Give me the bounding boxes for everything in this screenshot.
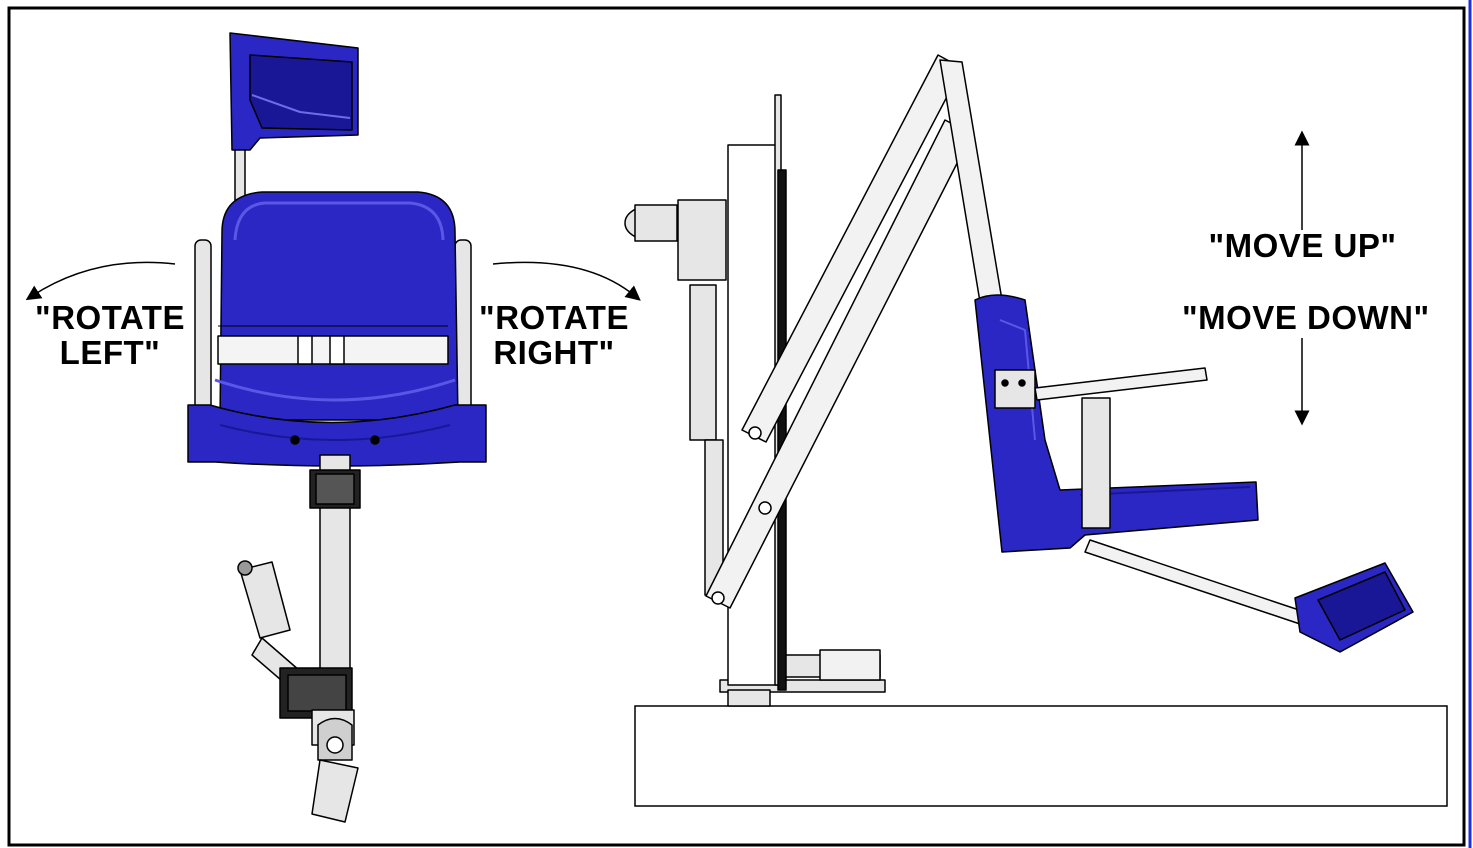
front-view-lift [187, 32, 487, 823]
rotate-left-label: "ROTATE LEFT" [30, 300, 190, 370]
pool-deck [634, 705, 1448, 807]
top-footrest-face [249, 54, 353, 131]
side-seat [974, 294, 1259, 553]
rotate-left-line2: LEFT" [59, 334, 161, 371]
rotate-right-label: "ROTATE RIGHT" [474, 300, 634, 370]
rotate-left-arrow [25, 261, 176, 301]
move-down-label: "MOVE DOWN" [1182, 299, 1430, 336]
rotate-left-line1: "ROTATE [35, 299, 185, 336]
side-actuator-motor [677, 199, 727, 281]
leg-rest-bar [1084, 539, 1306, 625]
front-footrest-bottom [311, 759, 359, 823]
rotate-right-arrow [492, 261, 641, 301]
seat-back [219, 191, 459, 421]
move-up-label: "MOVE UP" [1208, 227, 1397, 264]
rotate-right-line1: "ROTATE [479, 299, 629, 336]
front-actuator [239, 561, 291, 639]
seat-base [187, 404, 487, 467]
front-post-upper [234, 149, 246, 201]
outer-frame [7, 6, 1466, 847]
side-view-lift [624, 54, 1414, 707]
left-armrest-pole [194, 239, 212, 421]
rotate-right-line2: RIGHT" [493, 334, 615, 371]
